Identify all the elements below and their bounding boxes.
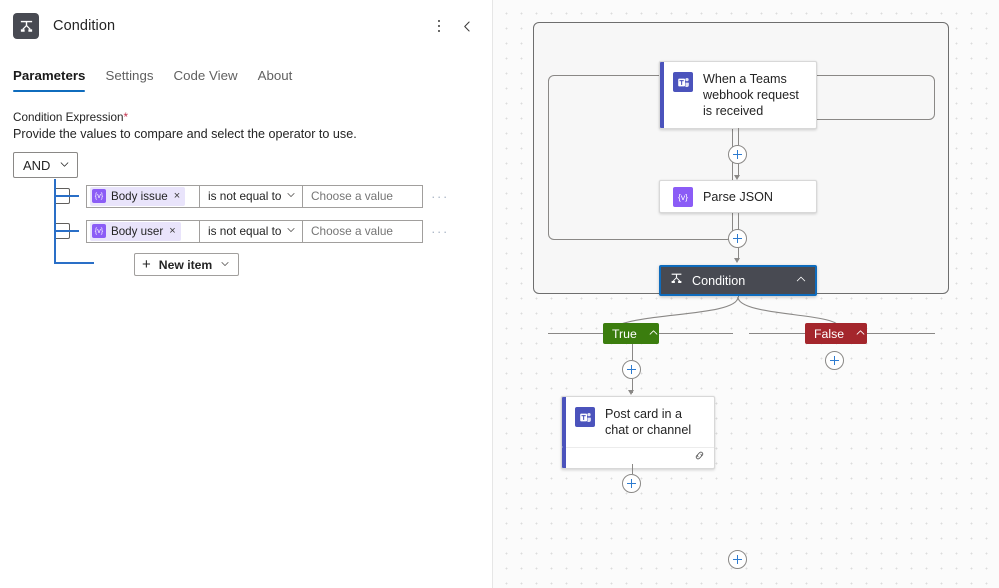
add-step-after-condition[interactable] — [728, 550, 747, 569]
right-operand-field[interactable]: Choose a value — [303, 219, 423, 243]
edge-add-to-condition — [737, 248, 739, 260]
left-operand-field[interactable]: {v} Body issue × — [86, 184, 199, 208]
condition-icon — [13, 13, 39, 39]
chevron-down-icon — [286, 189, 296, 203]
node-label: When a Teams webhook request is received — [703, 72, 799, 118]
new-item-label: New item — [158, 257, 213, 272]
add-step-after-parse-json[interactable] — [728, 229, 747, 248]
chevron-up-icon[interactable] — [855, 327, 866, 341]
link-icon[interactable] — [693, 449, 706, 467]
operator-value: is not equal to — [208, 189, 282, 203]
panel-divider — [492, 0, 493, 588]
action-details-panel: Condition Parameters Settings Code View … — [0, 0, 493, 588]
tab-code-view[interactable]: Code View — [173, 68, 238, 83]
token-remove-icon[interactable]: × — [169, 225, 176, 237]
add-step-true-branch-top[interactable] — [622, 360, 641, 379]
left-operand-field[interactable]: {v} Body user × — [86, 219, 199, 243]
edge-post-card-to-add — [631, 464, 633, 474]
edge-arrow — [628, 390, 635, 395]
teams-icon — [673, 72, 693, 92]
node-accent-bar-footer — [562, 447, 566, 468]
condition-expression-label: Condition Expression* — [13, 111, 477, 124]
variable-token-icon: {v} — [673, 187, 693, 207]
condition-icon — [670, 272, 683, 290]
tab-parameters[interactable]: Parameters — [13, 68, 95, 92]
variable-token-icon: {v} — [92, 189, 106, 203]
right-operand-field[interactable]: Choose a value — [303, 184, 423, 208]
chevron-left-icon[interactable] — [453, 12, 481, 40]
edge-true-to-add — [631, 344, 633, 360]
edge-trigger-to-add — [737, 128, 739, 145]
row-more-options-icon[interactable]: ··· — [431, 223, 449, 239]
node-accent-bar — [660, 62, 664, 128]
more-vertical-icon[interactable] — [425, 12, 453, 40]
chevron-down-icon — [59, 158, 70, 173]
token-label: Body user — [111, 224, 164, 238]
teams-icon — [575, 407, 595, 427]
node-post-card[interactable]: Post card in a chat or channel — [561, 396, 715, 469]
logical-operator-dropdown[interactable]: AND — [13, 152, 79, 178]
tab-about[interactable]: About — [257, 68, 293, 83]
token-chip[interactable]: {v} Body issue × — [90, 186, 186, 206]
token-label: Body issue — [111, 189, 168, 203]
tree-branch-line-3 — [54, 262, 94, 264]
tree-branch-line-2 — [54, 230, 79, 232]
condition-row: {v} Body user × is not equal to Choose a — [54, 218, 477, 244]
token-remove-icon[interactable]: × — [173, 190, 181, 202]
logical-operator-value: AND — [23, 157, 51, 173]
node-condition[interactable]: Condition — [659, 265, 817, 296]
tree-branch-line-1 — [54, 195, 79, 197]
branch-tag-false[interactable]: False — [805, 323, 867, 344]
chevron-up-icon[interactable] — [795, 272, 807, 290]
tab-settings[interactable]: Settings — [105, 68, 154, 83]
token-chip[interactable]: {v} Body user × — [90, 221, 181, 241]
node-parse-json[interactable]: {v} Parse JSON — [659, 180, 817, 213]
node-label: Post card in a chat or channel — [605, 407, 692, 437]
plus-icon: + — [142, 256, 151, 273]
chevron-down-icon — [286, 224, 296, 238]
node-footer — [566, 447, 714, 467]
tree-vertical-line — [54, 179, 56, 262]
chevron-down-icon[interactable] — [220, 258, 230, 272]
row-more-options-icon[interactable]: ··· — [431, 188, 449, 204]
branch-label: True — [612, 326, 637, 341]
edge-arrow — [734, 175, 741, 180]
new-item-button[interactable]: + New item — [134, 253, 240, 276]
edge-add-to-parse-json — [737, 164, 739, 177]
add-step-false-branch[interactable] — [825, 351, 844, 370]
node-trigger-teams-webhook[interactable]: When a Teams webhook request is received — [659, 61, 817, 129]
new-item-row: + New item — [54, 253, 477, 276]
node-accent-bar — [562, 397, 566, 447]
condition-builder: AND {v} — [13, 152, 477, 276]
branch-tag-true[interactable]: True — [603, 323, 659, 344]
workflow-canvas[interactable]: When a Teams webhook request is received… — [493, 0, 999, 588]
page-title: Condition — [53, 18, 116, 34]
chevron-up-icon[interactable] — [648, 327, 659, 341]
operator-dropdown[interactable]: is not equal to — [199, 219, 303, 243]
add-step-true-branch-bottom[interactable] — [622, 474, 641, 493]
panel-body: Condition Expression* Provide the values… — [0, 92, 493, 276]
variable-token-icon: {v} — [92, 224, 106, 238]
condition-expression-description: Provide the values to compare and select… — [13, 127, 357, 141]
panel-header: Condition — [0, 4, 493, 48]
field-label-text: Condition Expression — [13, 111, 124, 124]
operator-value: is not equal to — [208, 224, 282, 238]
node-label: Condition — [692, 273, 746, 288]
required-marker: * — [123, 111, 129, 124]
branch-label: False — [814, 326, 845, 341]
condition-row: {v} Body issue × is not equal to Choose … — [54, 183, 477, 209]
operator-dropdown[interactable]: is not equal to — [199, 184, 303, 208]
panel-tabs: Parameters Settings Code View About — [0, 48, 493, 92]
logical-operator-row: AND — [13, 152, 477, 178]
node-label: Parse JSON — [703, 189, 773, 204]
edge-parse-json-to-add — [737, 213, 739, 230]
condition-rows: {v} Body issue × is not equal to Choose … — [13, 179, 477, 276]
edge-add-to-post-card — [631, 379, 633, 393]
add-step-after-trigger[interactable] — [728, 145, 747, 164]
edge-arrow — [734, 258, 741, 263]
